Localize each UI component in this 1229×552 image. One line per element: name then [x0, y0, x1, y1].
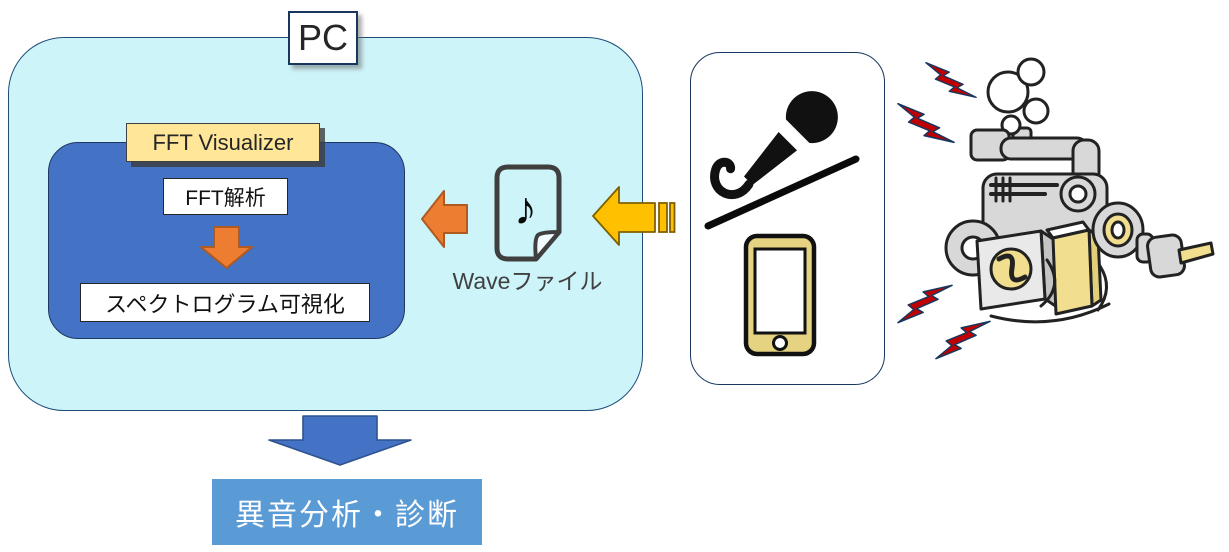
lightning-bolt-icon	[897, 102, 955, 144]
orange-left-arrow-icon	[421, 190, 468, 248]
recording-sources-icons	[704, 91, 860, 357]
wave-file-label: Waveファイル	[452, 268, 603, 294]
yellow-column	[1051, 228, 1094, 316]
pc-title: PC	[297, 17, 348, 58]
engine-clipart	[944, 57, 1215, 324]
folded-corner	[533, 230, 561, 261]
fft-analysis-label: FFT解析	[185, 186, 266, 210]
spectrogram-step-box: スペクトログラム可視化	[80, 283, 370, 322]
music-note-icon: ♪	[514, 182, 537, 234]
pc-title-box: PC	[288, 11, 358, 65]
spectrogram-label: スペクトログラム可視化	[105, 291, 345, 317]
lightning-bolt-icon	[897, 284, 953, 324]
blue-down-arrow-icon	[268, 415, 412, 466]
fft-visualizer-title-badge: FFT Visualizer	[126, 123, 320, 162]
orange-down-arrow-icon	[200, 226, 253, 269]
lightning-bolt-icon	[925, 61, 977, 99]
shaft	[1177, 241, 1215, 265]
fft-visualizer-title: FFT Visualizer	[152, 129, 294, 155]
slash-divider-icon	[704, 155, 860, 230]
diagnosis-result-label: 異音分析・診断	[235, 499, 459, 532]
wave-file-icon: ♪	[494, 164, 562, 262]
lightning-bolt-icon	[935, 320, 991, 360]
yellow-striped-left-arrow-icon	[592, 186, 676, 246]
fft-analysis-step-box: FFT解析	[163, 178, 288, 215]
microphone-icon	[710, 91, 838, 200]
diagnosis-result-box: 異音分析・診断	[212, 479, 482, 545]
smoke-puff	[986, 70, 1030, 114]
smartphone-icon	[743, 233, 817, 357]
